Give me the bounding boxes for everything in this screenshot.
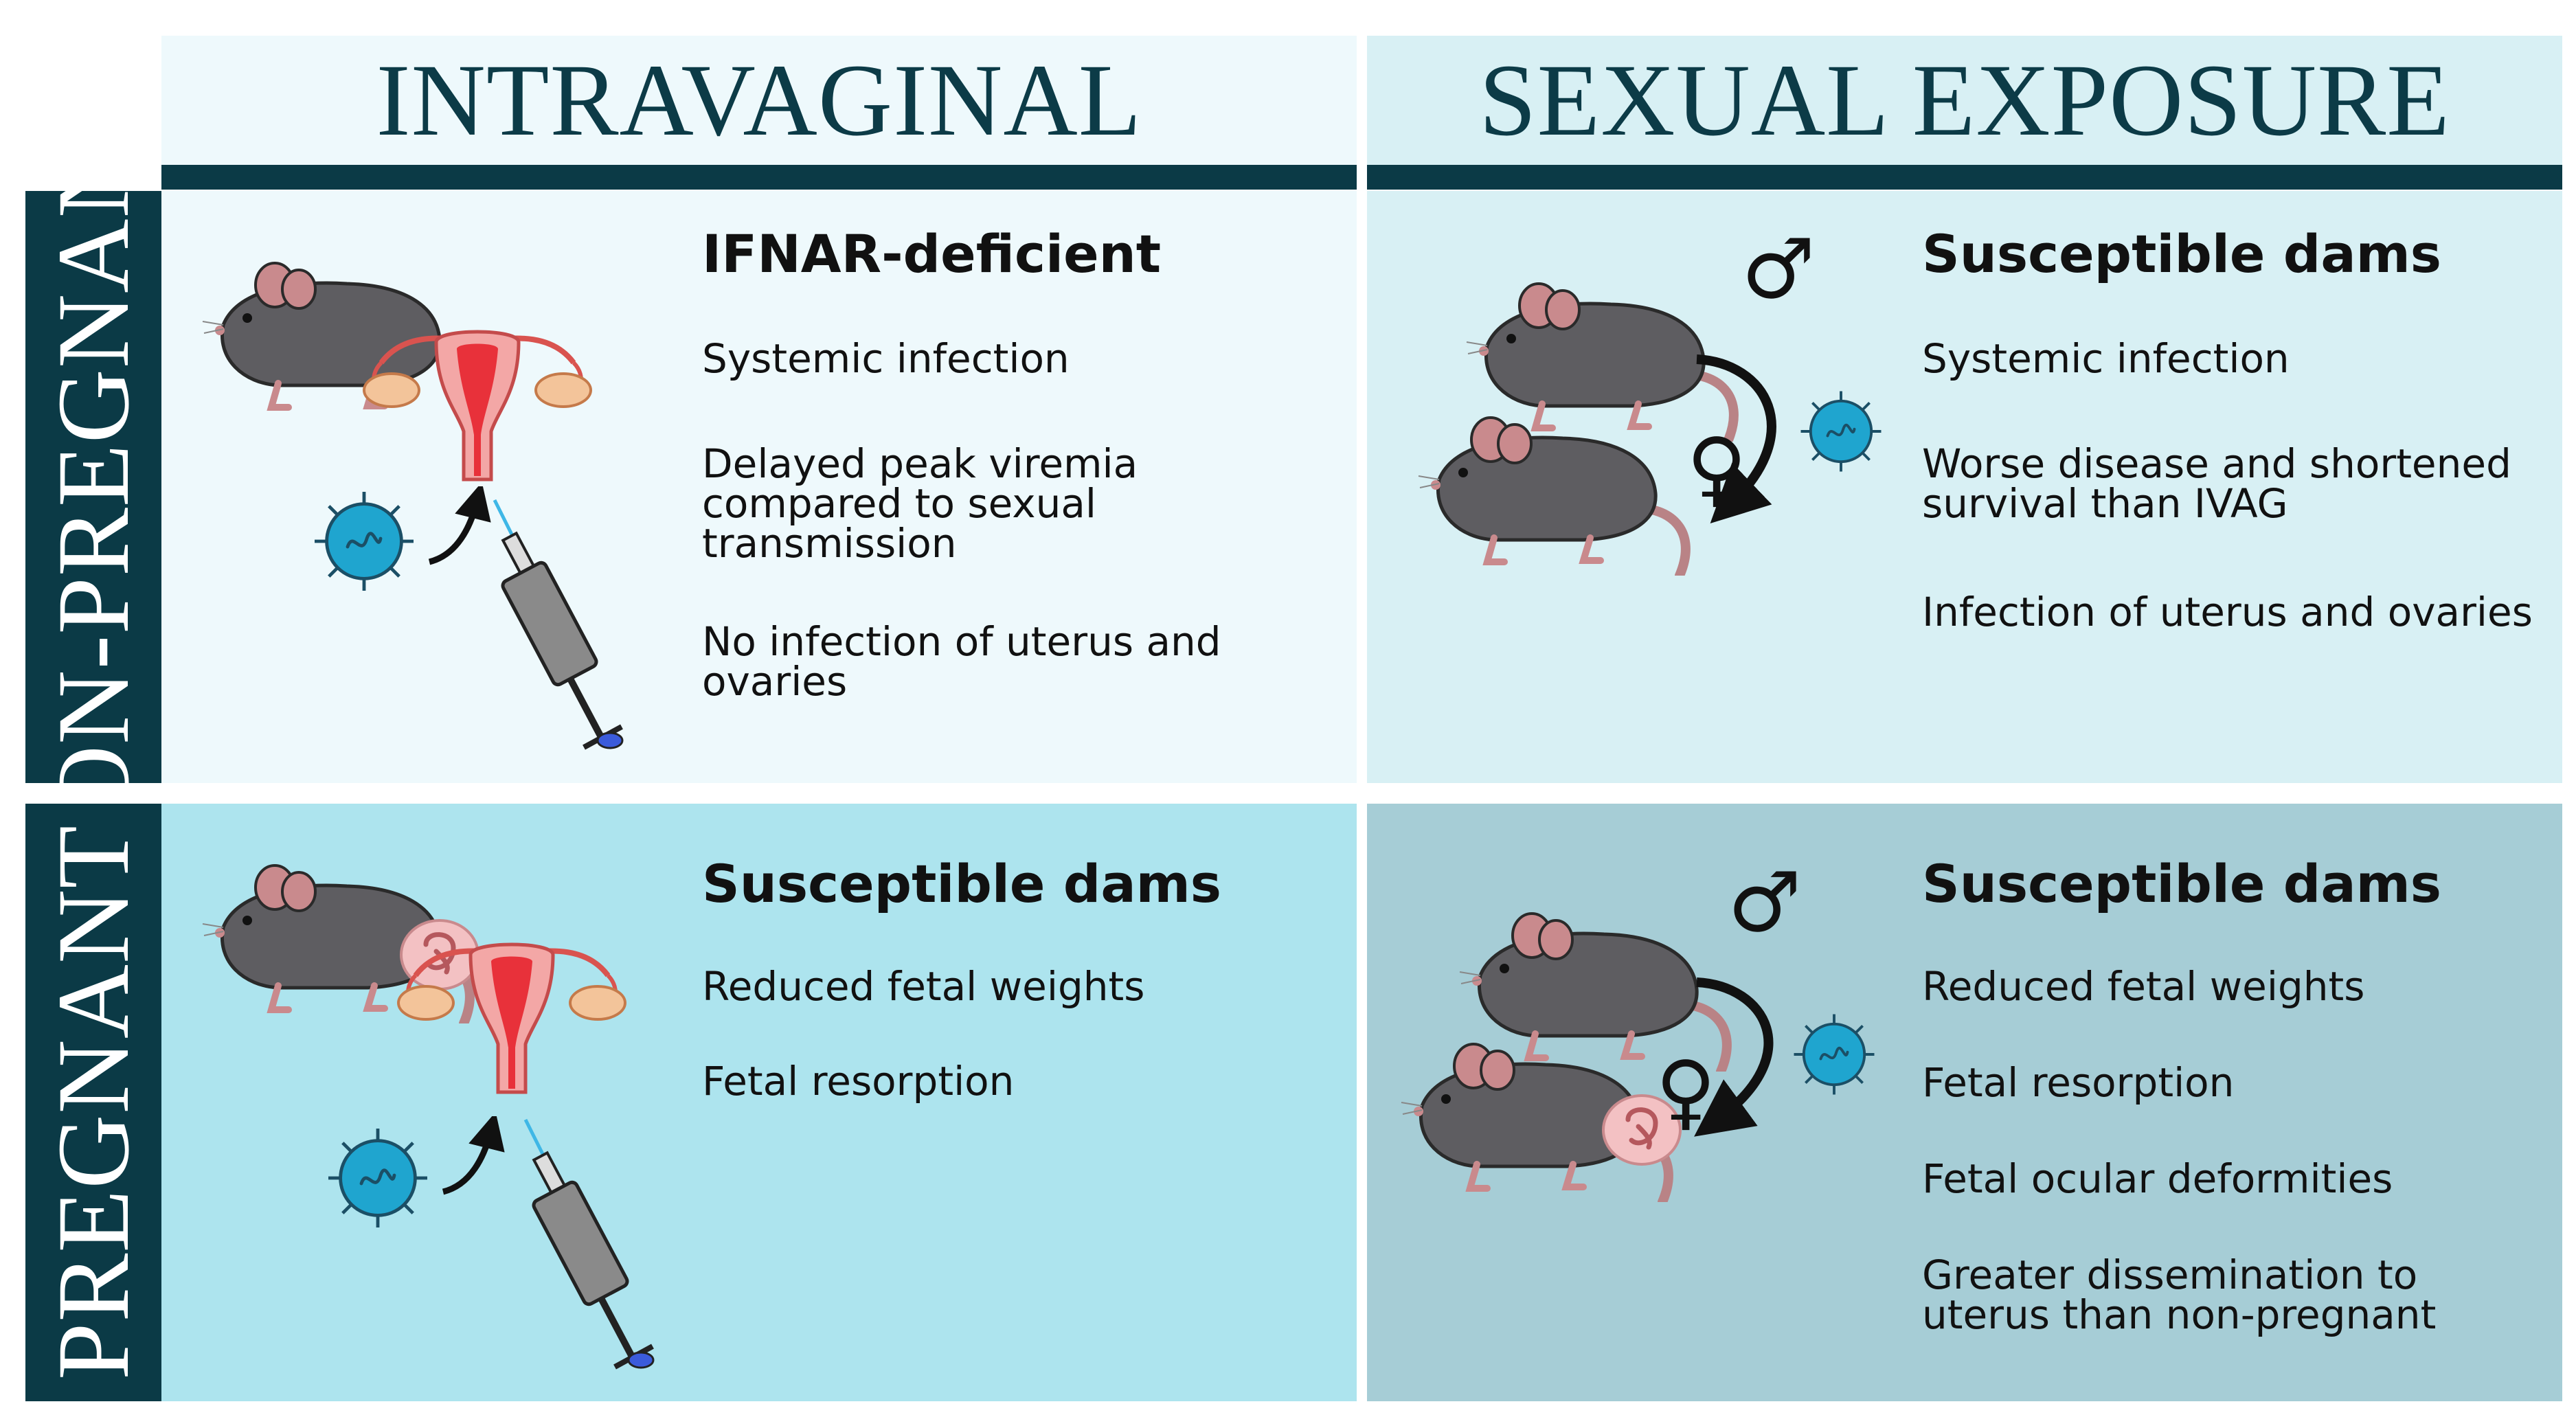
- uterus-icon: [354, 315, 601, 493]
- mouse-icon: [1412, 397, 1728, 576]
- panel-title: IFNAR-deficient: [702, 223, 1162, 284]
- finding-item: Reduced fetal weights: [1922, 963, 2365, 1010]
- findings-list: Systemic infection Delayed peak viremia …: [702, 339, 1334, 701]
- panel-title: Susceptible dams: [702, 853, 1222, 914]
- finding-item: Systemic infection: [1922, 335, 2290, 382]
- findings-list: Reduced fetal weights Fetal resorption F…: [1922, 966, 2547, 1335]
- panel-intravaginal-non-pregnant: IFNAR-deficient Systemic infection Delay…: [161, 191, 1357, 783]
- panel-title: Susceptible dams: [1922, 853, 2442, 914]
- virus-icon: [309, 486, 419, 596]
- column-title-sexual-exposure: SEXUAL EXPOSURE: [1479, 43, 2450, 157]
- finding-item: Worse disease and shortened survival tha…: [1922, 440, 2511, 527]
- syringe-icon: [519, 1113, 656, 1374]
- column-title-intravaginal: INTRAVAGINAL: [376, 43, 1142, 157]
- panel-sexual-exposure-non-pregnant: ♂ ♀ Susceptible dams Systemic infection …: [1367, 191, 2562, 783]
- column-header-intravaginal: INTRAVAGINAL: [161, 36, 1357, 165]
- panel-intravaginal-pregnant: Susceptible dams Reduced fetal weights F…: [161, 804, 1357, 1401]
- row-header-non-pregnant: NON-PREGNANT: [25, 80, 161, 894]
- arrow-icon: [428, 486, 491, 565]
- findings-list: Systemic infection Worse disease and sho…: [1922, 339, 2547, 632]
- column-divider-bar-sexual-exposure: [1367, 165, 2562, 190]
- arrow-icon: [1694, 977, 1774, 1137]
- arrow-icon: [442, 1116, 505, 1195]
- virus-icon: [1796, 387, 1886, 476]
- row-title-non-pregnant: NON-PREGNANT: [36, 79, 150, 895]
- finding-item: Greater dissemination to uterus than non…: [1922, 1252, 2437, 1338]
- column-divider-bar-intravaginal: [161, 165, 1357, 190]
- virus-icon: [323, 1123, 433, 1233]
- finding-item: Fetal resorption: [1922, 1059, 2235, 1106]
- finding-item: Systemic infection: [702, 335, 1070, 382]
- male-symbol-icon: ♂: [1728, 855, 1802, 951]
- finding-item: Fetal ocular deformities: [1922, 1155, 2393, 1202]
- syringe-icon: [488, 493, 625, 754]
- finding-item: No infection of uterus and ovaries: [702, 618, 1221, 705]
- finding-item: Fetal resorption: [702, 1058, 1015, 1105]
- panel-title: Susceptible dams: [1922, 223, 2442, 284]
- row-title-pregnant: PREGNANT: [36, 824, 150, 1381]
- finding-item: Infection of uterus and ovaries: [1922, 589, 2533, 635]
- male-symbol-icon: ♂: [1741, 222, 1816, 317]
- finding-item: Reduced fetal weights: [702, 963, 1145, 1010]
- column-header-sexual-exposure: SEXUAL EXPOSURE: [1367, 36, 2562, 165]
- panel-sexual-exposure-pregnant: ♂ ♀ Susceptible dams Reduced fetal weigh…: [1367, 804, 2562, 1401]
- arrow-icon: [1696, 354, 1776, 524]
- virus-icon: [1789, 1010, 1879, 1099]
- uterus-icon: [388, 927, 635, 1106]
- findings-list: Reduced fetal weights Fetal resorption: [702, 966, 1334, 1101]
- row-header-pregnant: PREGNANT: [25, 804, 161, 1401]
- finding-item: Delayed peak viremia compared to sexual …: [702, 440, 1138, 567]
